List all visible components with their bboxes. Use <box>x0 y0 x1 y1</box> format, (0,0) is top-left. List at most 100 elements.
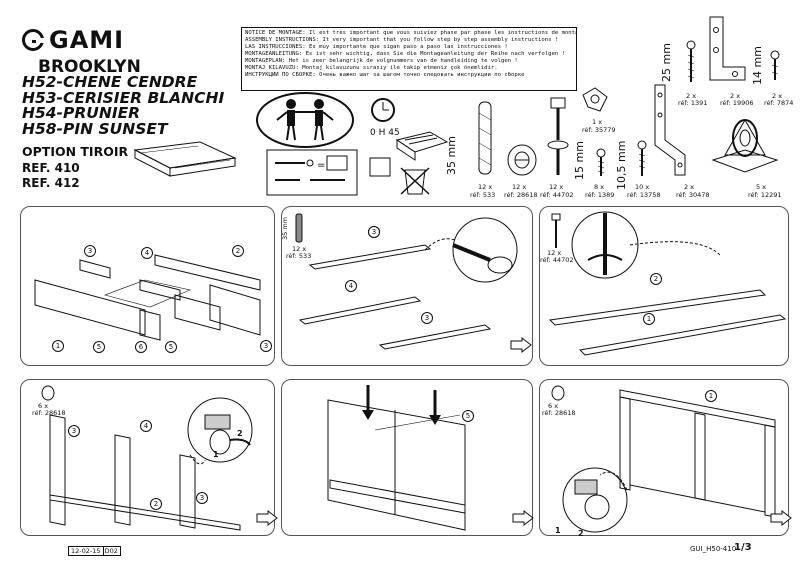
screw-small-ref: réf: 1389 <box>585 191 615 199</box>
next-step-arrow-icon <box>256 509 278 527</box>
assembly-time: 0 H 45 <box>370 128 400 138</box>
screw-short-length: 14 mm <box>751 46 764 85</box>
dowel-ref: réf: 533 <box>470 191 496 199</box>
step-panel-6 <box>539 379 789 536</box>
p4-part-2: 2 <box>150 498 162 510</box>
p6-cam-ref: réf: 28618 <box>542 409 576 417</box>
ref-list: REF. 410 REF. 412 <box>22 161 80 191</box>
two-person-assembly-icon <box>256 92 354 148</box>
p3-bolt-ref: réf: 44702 <box>540 256 574 264</box>
p6-turn-1: 1 <box>555 526 561 535</box>
castor-qty: 5 x <box>756 183 767 191</box>
notice-line-nl: MONTAGEPLAN: Het is zeer belangrijk de v… <box>245 58 518 64</box>
p4-cam-ref: réf: 28618 <box>32 409 66 417</box>
model-list: H52-CHENE CENDRE H53-CERISIER BLANCHI H5… <box>22 73 225 138</box>
cam-lock-small-icon <box>551 385 565 401</box>
parts-tray-icon <box>395 131 449 161</box>
next-step-arrow-icon <box>512 509 534 527</box>
screw-long-length: 25 mm <box>660 43 673 82</box>
p4-part-3a: 3 <box>68 425 80 437</box>
cam-bolt-icon <box>547 97 569 175</box>
no-packaging-bin-icon <box>369 157 430 195</box>
screw-small-icon <box>596 148 606 176</box>
step-panel-5 <box>281 379 533 536</box>
drawer-parts-exploded <box>34 254 261 341</box>
p4-part-4: 4 <box>140 420 152 432</box>
cam-lock-small-icon <box>41 385 55 401</box>
notice-line-es: LAS INSTRUCCIONES: Es muy importante que… <box>245 44 508 50</box>
metal-strap-icon <box>654 84 686 176</box>
drawer-illustration <box>133 141 237 177</box>
frame-assembly-4 <box>49 397 253 531</box>
p3-part-2: 2 <box>650 273 662 285</box>
bracket-qty: 1 x <box>592 118 603 126</box>
part-4: 4 <box>141 247 153 259</box>
model-item: H54-PRUNIER <box>22 104 141 122</box>
screw-long-qty: 2 x <box>686 92 697 100</box>
part-3: 3 <box>84 245 96 257</box>
castor-wheel-icon <box>711 118 779 173</box>
ref-item: REF. 410 <box>22 161 80 175</box>
p6-turn-2: 2 <box>578 529 584 538</box>
screw-medium-icon <box>637 140 647 176</box>
back-panel-insertion <box>327 385 466 531</box>
angle-bracket-qty: 2 x <box>730 92 741 100</box>
cam-bolt-qty: 12 x <box>549 183 564 191</box>
screw-long-ref: réf: 1391 <box>678 99 708 107</box>
notice-line-de: MONTAGEANLEITUNG: Es ist sehr wichtig, d… <box>245 51 565 57</box>
screw-long-icon <box>686 40 696 82</box>
brand-logo-text: GAMI <box>49 26 125 54</box>
part-6: 6 <box>135 341 147 353</box>
part-5b: 5 <box>165 341 177 353</box>
step-panel-2 <box>281 206 533 366</box>
p4-turn-1: 1 <box>213 450 219 459</box>
screw-medium-length: 10,5 mm <box>615 140 628 190</box>
notice-line-en: ASSEMBLY INSTRUCTIONS: It very important… <box>245 37 559 43</box>
notice-line-ru: ИНСТРУКЦИИ ПО СБОРКЕ: Очень важно шаг за… <box>245 72 525 78</box>
part-2: 2 <box>232 245 244 257</box>
page-number: 1/3 <box>734 542 752 553</box>
angle-bracket-ref: réf: 19906 <box>720 99 754 107</box>
notice-line-tr: MONTAJ KILAVUZU: Montaj kılavuzunu sıras… <box>245 65 498 71</box>
p6-part-1: 1 <box>705 390 717 402</box>
svg-text:=: = <box>317 160 325 171</box>
p2-part-3c: 3 <box>368 226 380 238</box>
p4-part-3b: 3 <box>196 492 208 504</box>
p4-turn-2: 2 <box>237 429 243 438</box>
ref-item: REF. 412 <box>22 176 80 190</box>
dowel-qty: 12 x <box>478 183 493 191</box>
tool-set-icon: = <box>266 149 358 196</box>
cam-lock-ref: réf: 28618 <box>504 191 538 199</box>
cam-bolt-length: 15 mm <box>573 141 586 180</box>
screw-short-ref: réf: 7874 <box>764 99 794 107</box>
p2-dowel-ref: réf: 533 <box>286 252 312 260</box>
screw-small-qty: 8 x <box>594 183 605 191</box>
print-date: 12-02-15 D02 <box>68 546 121 556</box>
p5-part-5: 5 <box>462 410 474 422</box>
p2-part-4: 4 <box>345 280 357 292</box>
clock-icon <box>371 98 395 122</box>
hanger-bracket-icon <box>582 87 608 112</box>
model-item: H58-PIN SUNSET <box>22 119 168 138</box>
step-panel-1 <box>20 206 275 366</box>
screw-short-icon <box>770 50 780 80</box>
document-code: GUI_H50-410 <box>690 545 737 553</box>
screw-short-qty: 2 x <box>772 92 783 100</box>
model-item: H52-CHENE CENDRE <box>22 73 198 91</box>
part-1: 1 <box>52 340 64 352</box>
next-step-arrow-icon <box>510 336 532 354</box>
model-item: H53-CERISIER BLANCHI <box>22 88 225 107</box>
screw-in-bolt-detail <box>548 211 787 356</box>
panel-dowel-insertion <box>298 217 518 350</box>
notice-line-fr: NOTICE DE MONTAGE: Il est très important… <box>245 30 577 36</box>
p2-part-3b: 3 <box>421 312 433 324</box>
p4-cam-qty: 6 x <box>38 402 49 410</box>
dowel-length: 35 mm <box>445 136 458 175</box>
step-panel-3 <box>539 206 789 366</box>
strap-ref: réf: 30478 <box>676 191 710 199</box>
angle-bracket-icon <box>709 16 746 81</box>
cam-lock-icon <box>507 144 537 176</box>
screw-medium-qty: 10 x <box>635 183 650 191</box>
p2-dowel-qty: 12 x <box>292 245 307 253</box>
screw-medium-ref: réf: 13758 <box>627 191 661 199</box>
